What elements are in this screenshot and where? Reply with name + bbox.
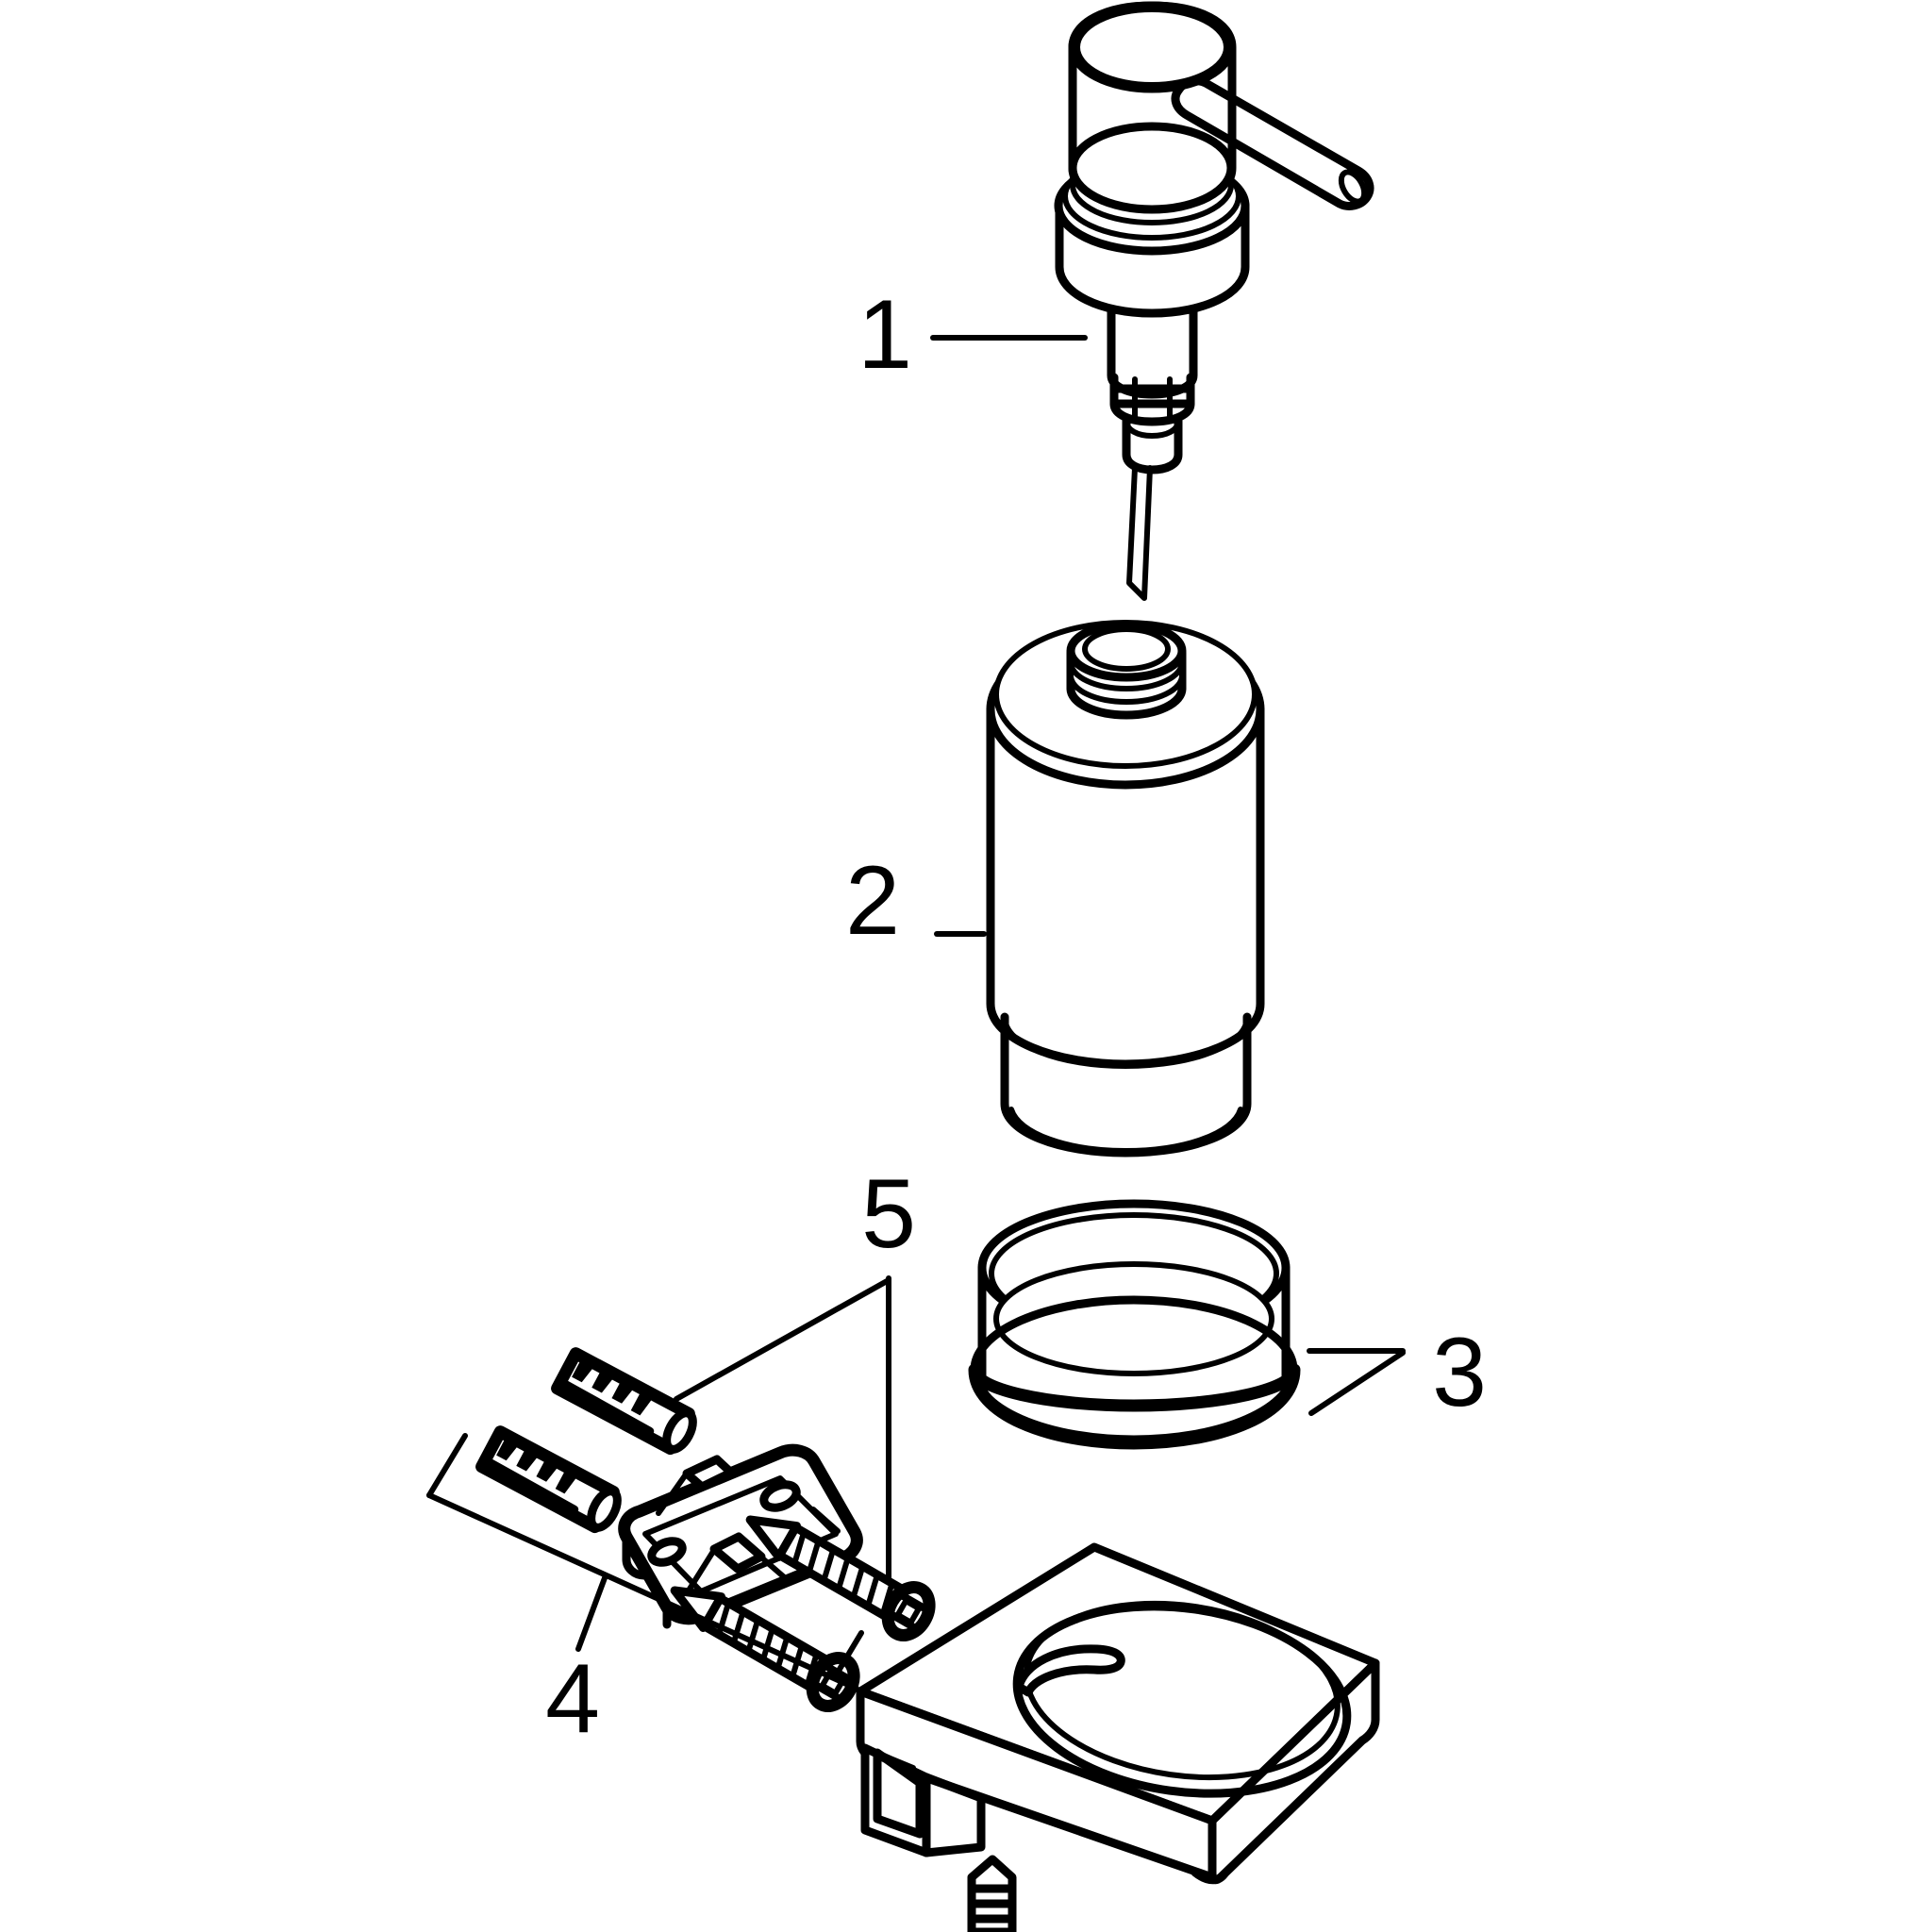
holder-leader-tick [833, 1630, 864, 1678]
grub-screw [967, 1855, 1017, 1932]
part-pump-head-assembly [930, 1, 1374, 601]
part-mounting-screws [670, 1515, 936, 1712]
anchor-upper [551, 1347, 697, 1456]
callout-4-leader [426, 1433, 859, 1691]
part-retaining-ring [968, 1199, 1406, 1450]
holder-hook [860, 1743, 986, 1857]
part-holder-plate [833, 1542, 1380, 1932]
part-wall-anchors [475, 1275, 891, 1624]
callout-number-5: 5 [861, 1159, 916, 1269]
pump-spout [1171, 76, 1374, 210]
screw-lower [670, 1586, 860, 1712]
callout-number-2: 2 [845, 846, 900, 956]
anchor-lower [475, 1425, 622, 1534]
part-dispenser-bottle [934, 620, 1265, 1158]
callout-3-leader-lower [1308, 1350, 1406, 1416]
part-bracket-plate [618, 1443, 863, 1629]
callout-5-leader-branch [674, 1277, 891, 1402]
bottle-neck [1066, 620, 1187, 720]
callout-number-1: 1 [858, 280, 912, 390]
pump-diptube [1126, 465, 1153, 601]
callout-number-4: 4 [545, 1644, 600, 1754]
pump-collar [1054, 122, 1250, 318]
screw-upper [745, 1515, 936, 1641]
pump-stem [1107, 307, 1198, 475]
pump-head [1068, 1, 1237, 214]
callout-number-3: 3 [1432, 1318, 1487, 1427]
